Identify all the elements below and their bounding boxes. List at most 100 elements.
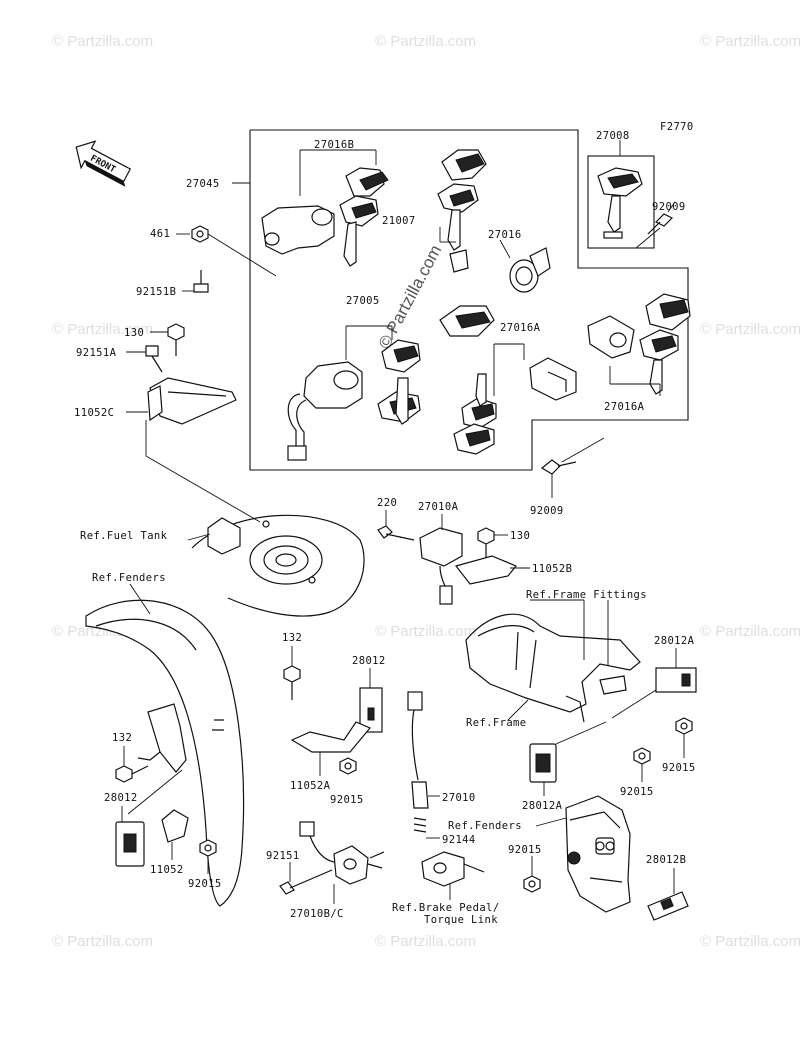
label-27016A-right: 27016A	[604, 401, 645, 413]
sensor-27010-icon	[407, 691, 440, 809]
label-220: 220	[377, 497, 397, 509]
bolt-132-top-icon	[283, 646, 301, 700]
label-92009-mid: 92009	[530, 505, 564, 517]
label-27016A-mid: 27016A	[500, 322, 541, 334]
label-27016B: 27016B	[314, 139, 354, 151]
front-arrow-icon: FRONT	[75, 140, 132, 187]
brake-pedal-icon	[421, 851, 485, 900]
label-11052A: 11052A	[290, 780, 331, 792]
reflector-28012-left-icon	[115, 806, 145, 867]
label-28012-left: 28012	[104, 792, 138, 804]
bolt-130-left-icon	[150, 323, 185, 356]
label-27045: 27045	[186, 178, 220, 190]
lock-27016B-icon	[261, 149, 389, 267]
front-fender-icon	[85, 583, 245, 907]
frame-fittings-icon	[465, 599, 641, 723]
bolt-92151A-icon	[126, 345, 163, 373]
nut-92015-left-icon	[199, 839, 217, 874]
label-92144: 92144	[442, 834, 476, 846]
lock-27016A-mid-icon	[453, 343, 577, 455]
label-92151A: 92151A	[76, 347, 117, 359]
label-132-top: 132	[282, 632, 302, 644]
label-92151: 92151	[266, 850, 300, 862]
label-27010: 27010	[442, 792, 476, 804]
reflector-28012B-icon	[647, 868, 689, 921]
label-92009-top: 92009	[652, 201, 686, 213]
label-27008: 27008	[596, 130, 630, 142]
fuel-tank-icon	[145, 420, 365, 617]
bolt-130-mid-icon	[477, 527, 508, 560]
label-21007: 21007	[382, 215, 416, 227]
label-11052C: 11052C	[74, 407, 114, 419]
spring-92144-icon	[413, 817, 440, 839]
center-watermark: © Partzilla.com	[375, 242, 446, 352]
bolt-220-icon	[377, 510, 415, 541]
svg-text:© Partzilla.com: © Partzilla.com	[700, 623, 800, 640]
nut-461-icon	[176, 225, 277, 277]
label-ref-brake-pedal: Ref.Brake Pedal/	[392, 902, 500, 914]
label-27010BC: 27010B/C	[290, 908, 344, 920]
reflector-28012A-top-icon	[611, 648, 697, 719]
screw-92009-mid-icon	[540, 437, 605, 498]
screw-92009-top-icon	[635, 201, 676, 249]
svg-text:© Partzilla.com: © Partzilla.com	[375, 623, 476, 640]
label-ref-fuel-tank: Ref.Fuel Tank	[80, 530, 168, 542]
switch-27010BC-icon	[299, 821, 385, 904]
label-ref-fenders-left: Ref.Fenders	[92, 572, 166, 584]
bolt-92151B-icon	[182, 270, 209, 293]
key-27008-icon	[587, 140, 655, 249]
label-11052: 11052	[150, 864, 184, 876]
label-ref-fenders-right: Ref.Fenders	[448, 820, 522, 832]
label-461: 461	[150, 228, 170, 240]
label-92015-mid: 92015	[330, 794, 364, 806]
label-27010A: 27010A	[418, 501, 459, 513]
switch-27010A-icon	[419, 514, 463, 605]
label-28012B: 28012B	[646, 854, 686, 866]
switch-27005-icon	[287, 325, 421, 461]
reflector-28012-mid-icon	[359, 668, 383, 733]
key-21007-icon	[437, 149, 487, 273]
label-130-left: 130	[124, 327, 144, 339]
ignition-kit-frame	[232, 129, 689, 471]
bolt-92151-icon	[279, 862, 333, 895]
label-11052B: 11052B	[532, 563, 572, 575]
svg-text:© Partzilla.com: © Partzilla.com	[52, 321, 153, 338]
nut-92015-rlow-icon	[523, 856, 541, 893]
label-130-mid: 130	[510, 530, 530, 542]
label-92151B: 92151B	[136, 286, 176, 298]
svg-text:© Partzilla.com: © Partzilla.com	[700, 321, 800, 338]
nut-92015-right-icon	[675, 717, 693, 758]
bolt-132-left-icon	[115, 746, 149, 783]
label-ref-frame: Ref.Frame	[466, 717, 527, 729]
lock-27016A-right-icon	[587, 293, 691, 396]
label-27016: 27016	[488, 229, 522, 241]
label-torque-link: Torque Link	[424, 914, 498, 926]
label-27005: 27005	[346, 295, 380, 307]
nut-92015-mid-icon	[339, 757, 357, 775]
watermarks: © Partzilla.com © Partzilla.com © Partzi…	[52, 33, 800, 950]
bracket-11052C-icon	[126, 377, 237, 425]
lock-27016-icon	[439, 239, 551, 337]
nut-92015-rmid-icon	[633, 747, 651, 782]
part-labels: 27045 27016B 21007 27016 27008 92009 461…	[74, 130, 696, 926]
bracket-11052A-icon	[290, 721, 371, 776]
label-28012-mid: 28012	[352, 655, 386, 667]
svg-text:© Partzilla.com: © Partzilla.com	[700, 933, 800, 950]
label-28012A-top: 28012A	[654, 635, 695, 647]
bracket-11052-icon	[161, 809, 189, 860]
svg-text:© Partzilla.com: © Partzilla.com	[52, 33, 153, 50]
bracket-11052B-icon	[454, 555, 530, 585]
rear-fender-icon	[535, 795, 631, 913]
svg-text:© Partzilla.com: © Partzilla.com	[375, 933, 476, 950]
figure-code: F2770	[660, 121, 694, 133]
label-92015-left: 92015	[188, 878, 222, 890]
svg-text:© Partzilla.com: © Partzilla.com	[375, 33, 476, 50]
label-ref-frame-fittings: Ref.Frame Fittings	[526, 589, 647, 601]
label-132-left: 132	[112, 732, 132, 744]
svg-text:© Partzilla.com: © Partzilla.com	[52, 933, 153, 950]
svg-text:© Partzilla.com: © Partzilla.com	[700, 33, 800, 50]
label-92015-rmid: 92015	[620, 786, 654, 798]
label-92015-right: 92015	[662, 762, 696, 774]
